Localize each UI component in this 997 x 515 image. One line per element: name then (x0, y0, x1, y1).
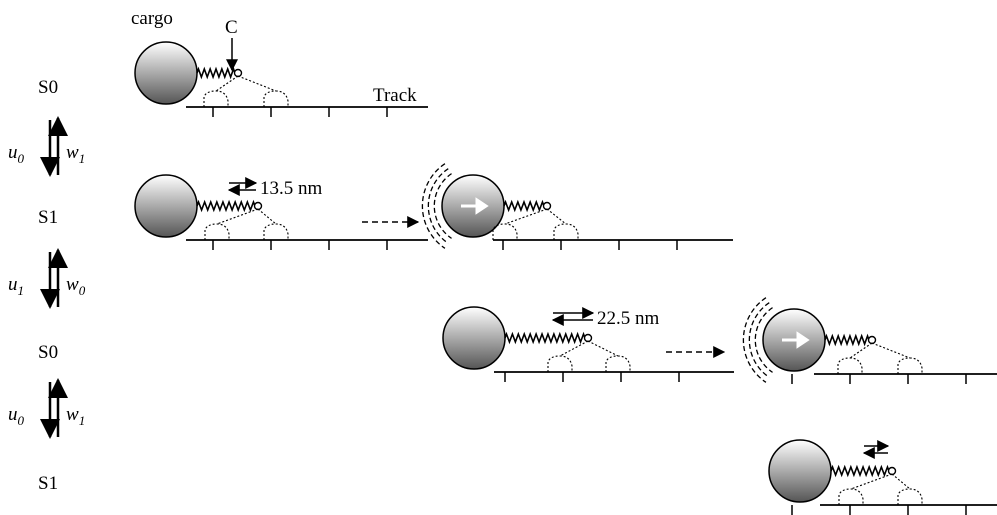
transition-s1-s0: u1 w0 (8, 248, 86, 309)
transition-s0-s1-lower: u0 w1 (8, 378, 85, 439)
neck-linker (216, 208, 259, 225)
neck-linker (587, 340, 619, 357)
motion-arc (748, 302, 770, 378)
rate-w-label: w1 (66, 404, 85, 428)
spring-linker (824, 333, 870, 347)
oscillation-arrows (862, 440, 890, 459)
cargo-ball (768, 439, 832, 503)
neck-linker (850, 473, 893, 490)
point-c-marker (542, 201, 552, 211)
cargo-ball (442, 306, 506, 370)
transition-s0-s1: u0 w1 (8, 116, 85, 177)
motor-head (897, 357, 923, 374)
rate-w-label: w0 (66, 274, 86, 298)
motor-head (837, 357, 863, 374)
motor-head (263, 90, 289, 107)
neck-linker (504, 208, 548, 225)
neck-linker (237, 75, 277, 92)
step-distance-label: 22.5 nm (597, 308, 660, 329)
motion-direction-arrow (782, 331, 810, 349)
panel-s0-initial: cargo C Track (131, 8, 428, 117)
panel-s1-upper-left: 13.5 nm (134, 174, 428, 250)
spring-linker (830, 464, 890, 478)
point-c-marker (887, 466, 897, 476)
neck-linker (849, 342, 873, 359)
cargo-ball (134, 174, 198, 238)
neck-linker (546, 208, 567, 225)
motor-head (838, 488, 864, 505)
c-point-label: C (225, 17, 238, 38)
panel-s1-upper-right (421, 163, 733, 250)
state-label-s0-lower: S0 (38, 342, 58, 363)
neck-linker (257, 208, 277, 225)
motion-arc (742, 297, 767, 383)
rate-w-label: w1 (66, 142, 85, 166)
oscillation-arrows (227, 177, 258, 196)
point-c-marker (233, 68, 243, 78)
spring-linker (196, 199, 256, 213)
state-label-s0-top: S0 (38, 77, 58, 98)
motor-head (605, 355, 631, 372)
panel-s1-bottom (768, 439, 997, 515)
motor-head (547, 355, 573, 372)
motion-direction-arrow (461, 197, 489, 215)
motor-head (204, 223, 230, 240)
state-label-s1-upper: S1 (38, 207, 58, 228)
spring-linker (504, 331, 586, 345)
motion-arc (421, 163, 446, 249)
rate-u-label: u0 (8, 142, 25, 166)
neck-linker (215, 75, 239, 92)
track-label: Track (373, 85, 417, 106)
motor-assembly (768, 439, 997, 515)
motion-arc (433, 173, 452, 239)
motion-arc (754, 307, 773, 373)
rate-u-label: u0 (8, 404, 25, 428)
neck-linker (891, 473, 911, 490)
point-c-marker (867, 335, 877, 345)
motor-assembly (742, 297, 997, 384)
step-distance-label: 13.5 nm (260, 178, 323, 199)
cargo-ball (134, 41, 198, 105)
neck-linker (559, 340, 589, 357)
oscillation-arrows (551, 307, 595, 326)
cargo-label: cargo (131, 8, 173, 29)
neck-linker (871, 342, 911, 359)
panel-s0-lower-right (742, 297, 997, 384)
motor-assembly (442, 306, 734, 382)
motor-head (553, 223, 579, 240)
motor-head (263, 223, 289, 240)
point-c-marker (583, 333, 593, 343)
rate-u-label: u1 (8, 274, 24, 298)
state-label-s1-bottom: S1 (38, 473, 58, 494)
motor-head (203, 90, 229, 107)
motor-assembly (134, 41, 428, 117)
motor-assembly (134, 174, 428, 250)
point-c-marker (253, 201, 263, 211)
spring-linker (196, 66, 236, 80)
motor-assembly (421, 163, 733, 250)
panel-s0-lower-left: 22.5 nm (442, 306, 734, 382)
motion-arc (427, 168, 449, 244)
spring-linker (503, 199, 545, 213)
motor-head (897, 488, 923, 505)
